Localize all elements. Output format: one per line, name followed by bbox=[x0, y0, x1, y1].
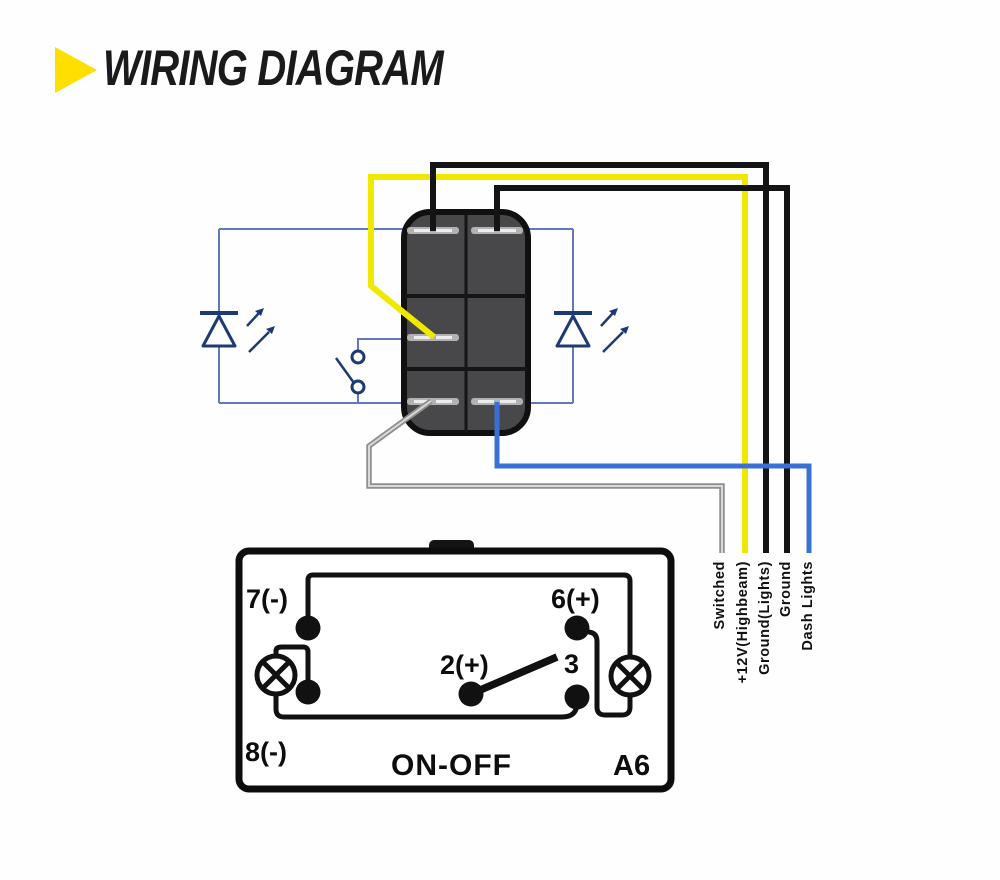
pin-label-3: 3 bbox=[564, 649, 580, 679]
connector-box bbox=[235, 540, 675, 793]
switch-arm bbox=[469, 653, 559, 698]
toggle-switch-icon bbox=[334, 349, 366, 395]
wire-label-switched: Switched bbox=[712, 561, 728, 630]
wire-ground bbox=[494, 185, 790, 553]
pin-dot-7 bbox=[295, 615, 321, 641]
pin-dot-8-junction bbox=[295, 679, 321, 705]
wire-dash-lights bbox=[494, 402, 812, 553]
pin-label-6: 6(+) bbox=[551, 584, 600, 614]
pin-dot-6 bbox=[564, 615, 590, 641]
switch-type-label: ON-OFF bbox=[391, 749, 512, 782]
pin-label-7: 7(-) bbox=[246, 584, 288, 614]
wire-label-dash-lights: Dash Lights bbox=[800, 561, 816, 651]
wire-label-highbeam: +12V(Highbeam) bbox=[735, 561, 751, 684]
led-diode-icon-right bbox=[554, 308, 629, 353]
wire-label-ground-lights: Ground(Lights) bbox=[757, 561, 773, 675]
pin-label-8: 8(-) bbox=[245, 737, 287, 767]
wire-ground-lights bbox=[430, 162, 769, 553]
lamp-icon-left bbox=[254, 653, 298, 697]
wire-highbeam bbox=[368, 174, 748, 553]
title-arrow-icon bbox=[55, 47, 97, 93]
model-label: A6 bbox=[613, 750, 651, 782]
wire-label-ground: Ground bbox=[778, 561, 794, 617]
pin-dot-3 bbox=[564, 684, 590, 710]
lamp-icon-right bbox=[608, 654, 652, 698]
pin-label-2: 2(+) bbox=[440, 650, 489, 680]
led-diode-icon-left bbox=[200, 308, 275, 353]
rocker-switch-icon bbox=[401, 209, 531, 436]
pin-dot-2 bbox=[458, 681, 484, 707]
wire-switched bbox=[366, 398, 725, 553]
page-title: WIRING DIAGRAM bbox=[103, 40, 444, 96]
